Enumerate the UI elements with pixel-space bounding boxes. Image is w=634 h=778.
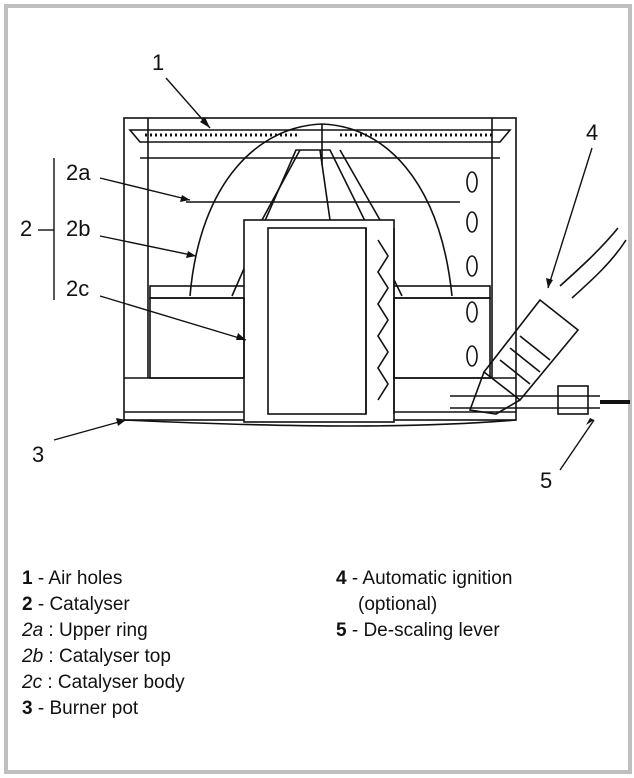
catalyser-body — [243, 219, 395, 423]
legend-item-3: 3 - Burner pot — [22, 698, 139, 719]
legend-item-2: 2 - Catalyser — [22, 594, 130, 615]
legend-right: 4 - Automatic ignition (optional) 5 - De… — [336, 566, 512, 644]
legend-item-1: 1 - Air holes — [22, 568, 123, 589]
callout-1: 1 — [152, 50, 164, 75]
callout-4: 4 — [586, 120, 598, 145]
ignition-cable — [559, 227, 619, 287]
legend-item-4: 4 - Automatic ignition — [336, 568, 513, 589]
legend-left: 1 - Air holes 2 - Catalyser 2a : Upper r… — [22, 566, 185, 722]
callout-2c: 2c — [66, 276, 89, 301]
callout-3: 3 — [32, 442, 44, 467]
air-holes-plate — [128, 129, 512, 143]
callout-2b: 2b — [66, 216, 90, 241]
legend-item-4-note: (optional) — [358, 594, 438, 615]
callout-5: 5 — [540, 468, 552, 493]
legend-item-2b: 2b : Catalyser top — [22, 646, 171, 667]
legend-item-5: 5 - De-scaling lever — [336, 620, 500, 641]
legend-item-2a: 2a : Upper ring — [22, 620, 148, 641]
callout-2: 2 — [20, 216, 32, 241]
callout-2a: 2a — [66, 160, 91, 185]
legend-item-2c: 2c : Catalyser body — [22, 672, 185, 693]
descaling-lever — [450, 395, 600, 409]
automatic-ignition — [482, 298, 580, 402]
